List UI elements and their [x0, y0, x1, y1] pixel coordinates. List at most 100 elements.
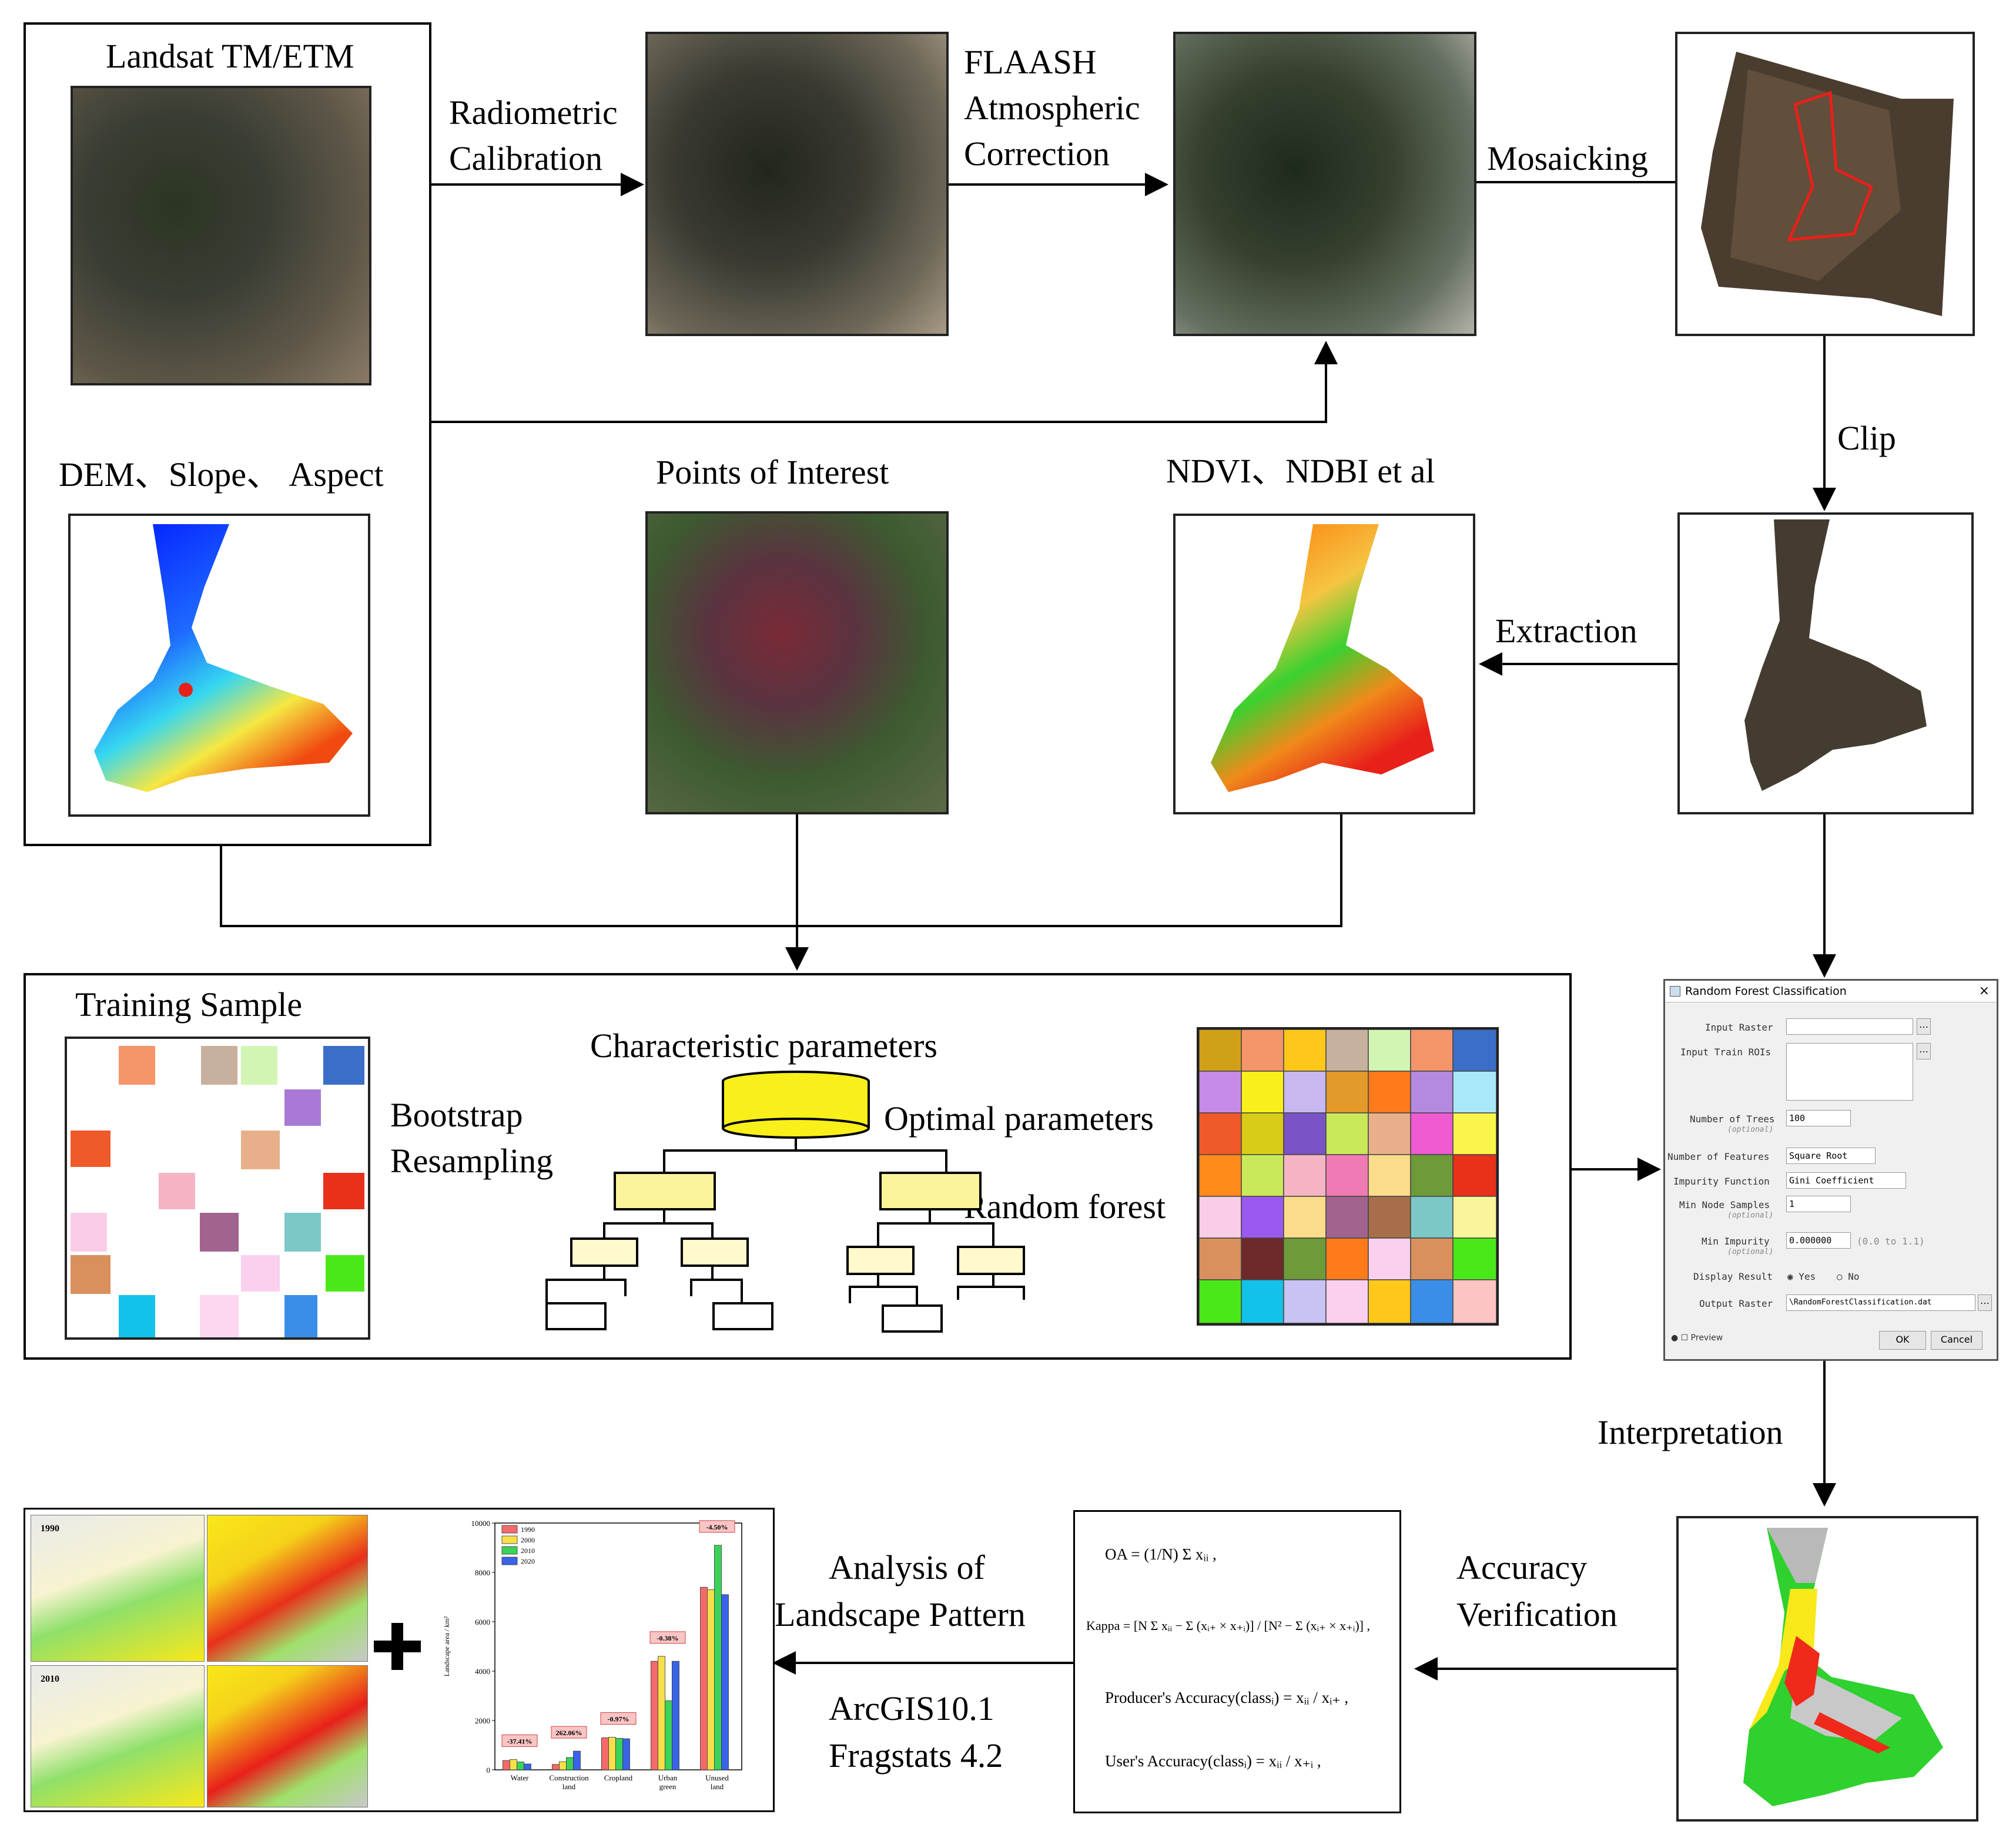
analysis-label-2: Landscape Pattern: [775, 1595, 1026, 1634]
bar: [573, 1750, 581, 1770]
bar: [615, 1738, 623, 1770]
mosaic-frame: [1675, 32, 1975, 336]
accuracy-label-1: Accuracy: [1456, 1548, 1588, 1587]
min-impurity-field[interactable]: 0.000000: [1786, 1232, 1851, 1249]
input-raster-label: Input Raster: [1705, 1022, 1773, 1033]
x-tick-label: land: [711, 1782, 724, 1791]
map-1990: 1990: [31, 1515, 205, 1662]
extraction-label: Extraction: [1495, 612, 1637, 650]
y-axis-label: Landscape area / km²: [443, 1616, 451, 1676]
annotation-box: [501, 1734, 538, 1747]
y-tick-label: 2000: [475, 1716, 490, 1725]
bar: [559, 1761, 567, 1770]
data-label: 262.06%: [556, 1729, 582, 1737]
flaash-label-3: Correction: [964, 135, 1110, 173]
bar: [510, 1759, 517, 1770]
bar: [524, 1763, 531, 1770]
browse-output-button[interactable]: …: [1978, 1294, 1992, 1311]
output-raster-label: Output Raster: [1699, 1298, 1773, 1309]
calibrated-image: [645, 32, 949, 336]
x-tick-label: green: [659, 1782, 677, 1791]
annotation-box: [600, 1712, 637, 1725]
ndvi-label: NDVI、NDBI et al: [1166, 452, 1435, 490]
dem-label: DEM、Slope、 Aspect: [59, 455, 384, 494]
legend-label: 2010: [521, 1547, 535, 1555]
num-features-label: Number of Features: [1667, 1151, 1770, 1162]
min-impurity-optional: (optional): [1727, 1247, 1774, 1256]
rf-label: Random forest: [964, 1188, 1166, 1226]
plus-icon: [374, 1623, 421, 1670]
input-rois-field[interactable]: [1786, 1043, 1913, 1101]
clipped-frame: [1677, 512, 1974, 814]
bar: [566, 1757, 574, 1770]
cancel-button[interactable]: Cancel: [1931, 1331, 1982, 1350]
map-1990-zoom: [207, 1515, 368, 1662]
producer-formula: Producer's Accuracy(classᵢ) = xᵢᵢ / xᵢ₊ …: [1105, 1689, 1349, 1706]
x-tick-label: Cropland: [604, 1773, 633, 1782]
preview-checkbox[interactable]: ● ☐ Preview: [1671, 1333, 1723, 1343]
merge-line: [220, 814, 1342, 927]
user-formula: User's Accuracy(classᵢ) = xᵢᵢ / x₊ᵢ ,: [1105, 1752, 1321, 1770]
flaash-label-1: FLAASH: [964, 43, 1097, 81]
impurity-select[interactable]: Gini Coefficient: [1786, 1172, 1906, 1189]
bar: [700, 1587, 708, 1770]
bar: [658, 1656, 665, 1770]
bar: [517, 1762, 524, 1770]
x-tick-label: Water: [511, 1773, 529, 1782]
data-label: -4.50%: [706, 1523, 728, 1531]
training-title: Training Sample: [75, 985, 303, 1024]
num-features-select[interactable]: Square Root: [1786, 1148, 1876, 1164]
bar: [622, 1738, 630, 1770]
classified-map: [1676, 1516, 1978, 1822]
num-trees-field[interactable]: 100: [1786, 1110, 1851, 1126]
y-tick-label: 8000: [475, 1568, 490, 1577]
display-result-label: Display Result: [1693, 1271, 1773, 1282]
ok-button[interactable]: OK: [1879, 1331, 1926, 1350]
min-node-label: Min Node Samples: [1679, 1199, 1770, 1210]
radiometric-label-2: Calibration: [449, 139, 602, 177]
bar: [601, 1737, 609, 1770]
map-2010-zoom: [207, 1665, 368, 1807]
browse-rois-button[interactable]: …: [1917, 1043, 1931, 1059]
output-raster-field[interactable]: \RandomForestClassification.dat: [1786, 1294, 1975, 1311]
bar: [672, 1661, 679, 1770]
accuracy-label-2: Verification: [1456, 1595, 1618, 1634]
arrow-bypass: [431, 341, 1338, 423]
data-label: -0.38%: [657, 1634, 679, 1642]
data-label: -37.41%: [507, 1737, 533, 1745]
clip-label: Clip: [1837, 419, 1896, 457]
poi-label: Points of Interest: [656, 453, 889, 491]
bar: [714, 1545, 722, 1770]
legend-swatch: [501, 1525, 518, 1534]
legend-label: 2020: [521, 1557, 535, 1565]
annotation-box: [699, 1520, 735, 1533]
map-2010: 2010: [31, 1665, 205, 1807]
legend-swatch: [501, 1546, 518, 1555]
y-tick-label: 6000: [475, 1618, 490, 1626]
browse-raster-button[interactable]: …: [1917, 1018, 1931, 1035]
corrected-image: [1173, 32, 1476, 336]
training-sample-grid: [65, 1037, 370, 1340]
char-params-label: Characteristic parameters: [590, 1027, 937, 1065]
bar: [721, 1594, 729, 1770]
x-tick-label: Construction: [549, 1773, 589, 1782]
annotation-box: [649, 1631, 686, 1644]
rf-dialog: Random Forest Classification × Input Ras…: [1663, 979, 1998, 1361]
display-no-radio[interactable]: ○ No: [1837, 1271, 1860, 1282]
close-icon[interactable]: ×: [1978, 984, 1990, 998]
app-icon: [1670, 986, 1680, 997]
y-tick-label: 0: [487, 1766, 491, 1775]
bar: [665, 1700, 672, 1770]
y-tick-label: 10000: [471, 1519, 491, 1528]
min-node-optional: (optional): [1727, 1211, 1774, 1220]
bar: [707, 1589, 715, 1770]
optimal-label: Optimal parameters: [884, 1099, 1154, 1138]
min-impurity-label: Min Impurity: [1702, 1236, 1770, 1247]
display-yes-radio[interactable]: ◉ Yes: [1787, 1271, 1816, 1282]
data-label: -0.97%: [608, 1715, 629, 1723]
ndvi-map: [1173, 514, 1475, 814]
input-raster-field[interactable]: [1786, 1018, 1913, 1035]
dialog-titlebar[interactable]: Random Forest Classification ×: [1665, 981, 1997, 1002]
min-node-field[interactable]: 1: [1786, 1196, 1851, 1212]
